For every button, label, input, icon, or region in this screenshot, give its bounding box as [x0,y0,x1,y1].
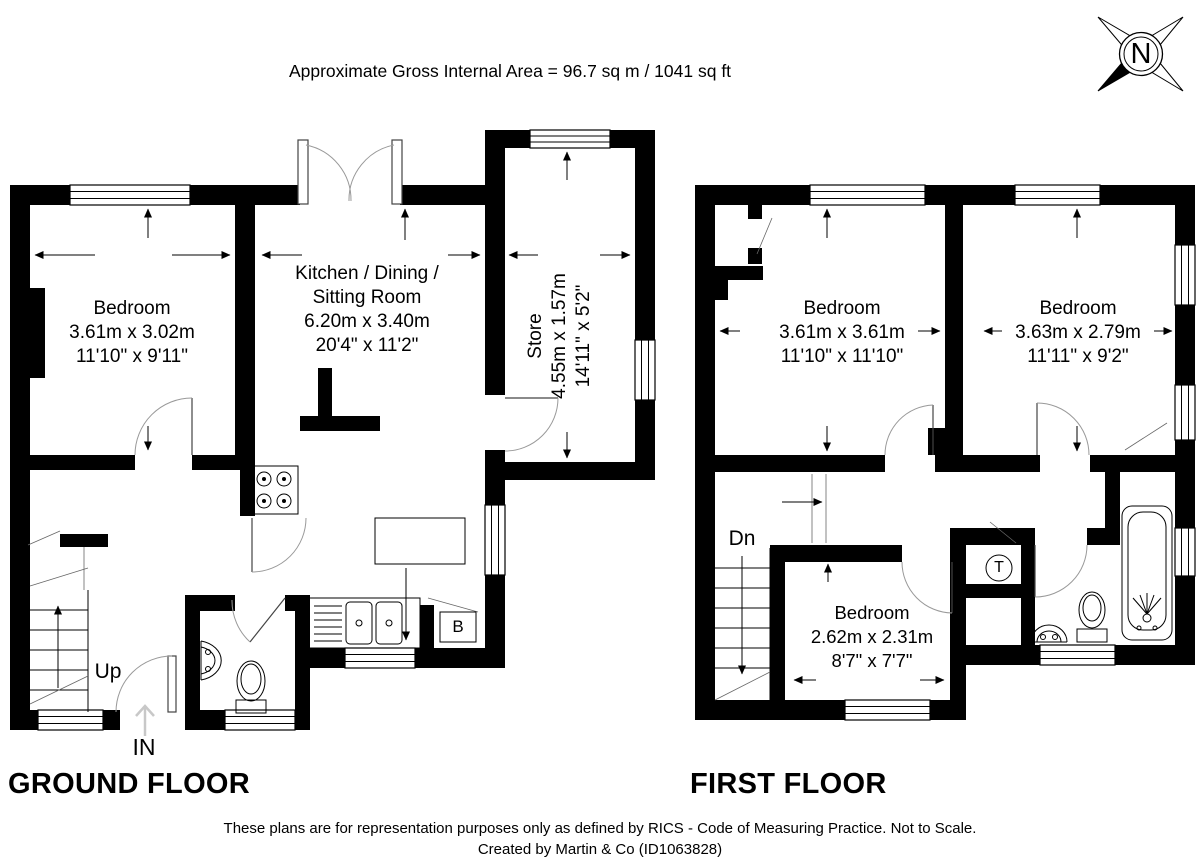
room-size-imperial: 11'10" x 11'10" [780,346,904,367]
room-label-ff-bedroom-left: Bedroom 3.61m x 3.61m 11'10" x 11'10" [742,297,942,369]
room-size-imperial: 14'11" x 5'2" [573,284,594,388]
first-floor-windows [809,184,1196,721]
ground-floor-walls [10,130,655,730]
kitchen-sink [307,597,421,649]
first-floor-dimension-arrows [719,208,1173,684]
tank-circle [985,554,1013,582]
room-label-gf-bedroom: Bedroom 3.61m x 3.02m 11'10" x 9'11" [42,297,222,369]
room-size-metric: 4.55m x 1.57m [549,273,570,399]
room-name: Store [525,313,546,359]
ground-floor-doors [27,139,559,713]
room-size-metric: 2.62m x 2.31m [810,626,934,647]
room-size-imperial: 8'7" x 7'7" [831,650,913,671]
bathroom-basin [1030,624,1068,643]
room-size-imperial: 11'10" x 9'11" [76,346,188,367]
room-name: Kitchen / Dining / [295,263,439,284]
room-name: Bedroom [93,298,171,319]
credit-line: Created by Martin & Co (ID1063828) [477,841,723,858]
first-floor-stairs [714,474,827,715]
room-name: Bedroom [1039,298,1117,319]
boiler-label: B [452,617,464,636]
hob [251,465,299,515]
entrance-in-label: IN [132,734,156,760]
first-floor-walls [695,185,1195,720]
ground-floor-dimension-arrows [34,151,631,641]
room-label-ff-bedroom-small: Bedroom 2.62m x 2.31m 8'7" x 7'7" [772,601,972,673]
ground-floor-plan [10,129,656,736]
dining-table [374,517,466,565]
compass-north-label: N [1130,38,1152,70]
room-label-ff-bedroom-right: Bedroom 3.63m x 2.79m 11'11" x 9'2" [978,297,1178,369]
ground-floor-windows [37,129,656,731]
room-size-imperial: 20'4" x 11'2" [315,335,419,356]
tank-label: T [994,559,1004,576]
room-label-gf-store: Store 4.55m x 1.57m 14'11" x 5'2" [524,251,596,421]
wc-basin [200,640,222,681]
room-size-metric: 6.20m x 3.40m [304,311,430,332]
room-name: Bedroom [834,602,910,623]
bathroom-toilet [1076,591,1108,643]
stairs-down-label: Dn [728,527,756,550]
ground-floor-stairs [29,567,89,712]
room-name: Sitting Room [312,287,422,308]
bathtub [1121,505,1173,641]
ground-floor-title: GROUND FLOOR [8,768,251,800]
first-floor-doors [756,217,1168,614]
boiler-box [439,611,477,643]
wc-toilet [235,660,267,714]
compass-rose-icon [1097,16,1184,92]
first-floor-plan [695,184,1196,721]
stairs-up-label: Up [94,660,122,683]
room-size-imperial: 11'11" x 9'2" [1027,346,1129,367]
room-size-metric: 3.63m x 2.79m [1015,322,1141,343]
disclaimer-line: These plans are for representation purpo… [223,820,977,837]
gross-internal-area-text: Approximate Gross Internal Area = 96.7 s… [288,61,732,81]
first-floor-title: FIRST FLOOR [690,768,887,800]
room-name: Bedroom [803,298,881,319]
room-size-metric: 3.61m x 3.61m [779,322,905,343]
room-label-gf-kitchen: Kitchen / Dining / Sitting Room 6.20m x … [267,262,467,358]
entrance-arrow-icon [135,704,155,736]
room-size-metric: 3.61m x 3.02m [69,322,195,343]
